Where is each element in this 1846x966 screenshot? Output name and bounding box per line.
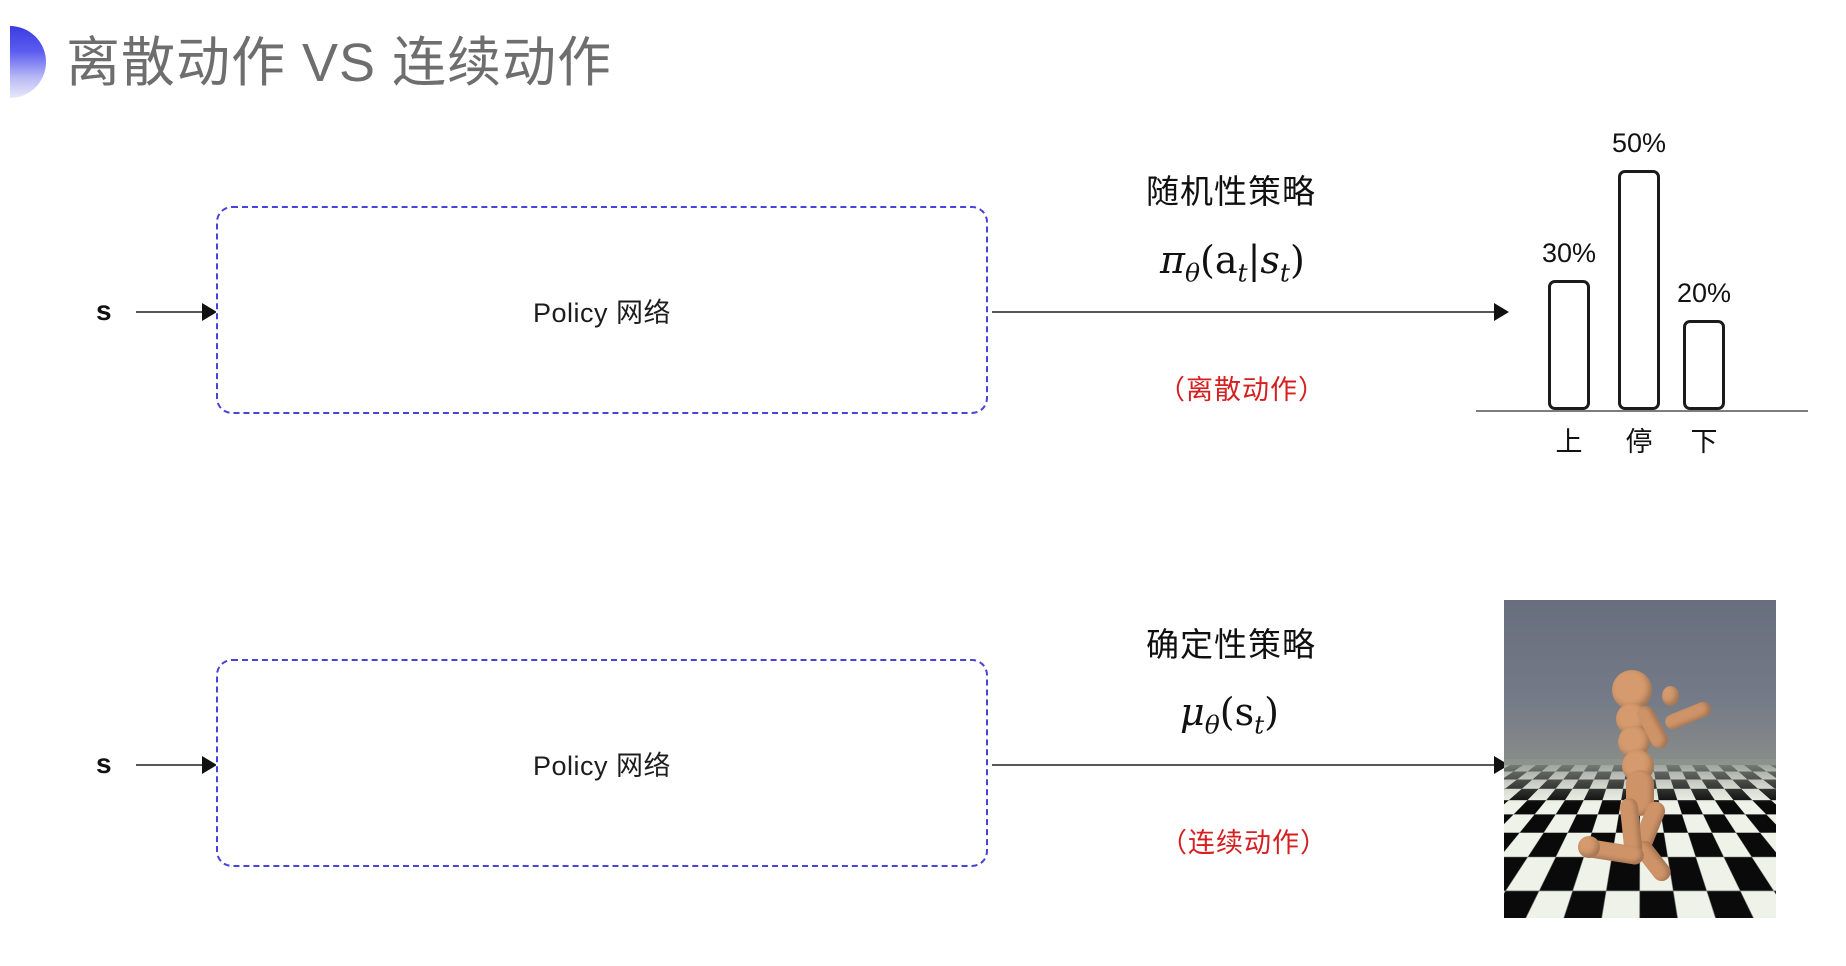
formula-body-open: (a bbox=[1200, 238, 1238, 282]
state-input-label-bottom: s bbox=[96, 748, 112, 779]
input-arrow-head-top bbox=[202, 303, 217, 321]
policy-network-box-top[interactable]: Policy 网络 bbox=[216, 206, 988, 414]
formula-subscript-t3: t bbox=[1254, 710, 1265, 740]
policy-network-label-top: Policy 网络 bbox=[532, 297, 672, 328]
formula-subscript-t2: t bbox=[1279, 258, 1290, 288]
continuous-action-note: （连续动作） bbox=[1160, 828, 1328, 858]
policy-network-label-bottom: Policy 网络 bbox=[532, 750, 672, 781]
formula-body-open-2: (s bbox=[1219, 690, 1255, 734]
stochastic-policy-heading: 随机性策略 bbox=[1146, 173, 1316, 210]
formula-symbol-pi: π bbox=[1160, 238, 1185, 282]
input-arrow-line-bottom bbox=[136, 764, 204, 766]
bar-value-label-2: 20% bbox=[1676, 278, 1732, 308]
input-arrow-head-bottom bbox=[202, 756, 217, 774]
formula-body-mid: |s bbox=[1247, 238, 1280, 282]
deterministic-policy-formula: μθ(st) bbox=[1180, 690, 1279, 740]
bar-category-label-2: 下 bbox=[1690, 427, 1718, 457]
page-title: 离散动作 VS 连续动作 bbox=[66, 33, 613, 93]
chart-baseline-axis bbox=[1476, 410, 1808, 412]
output-arrow-line-top bbox=[992, 311, 1497, 313]
discrete-action-bar-chart: 30% 50% 20% 上 停 下 bbox=[1468, 120, 1808, 460]
formula-body-close-2: ) bbox=[1264, 690, 1279, 734]
bar-category-0 bbox=[1548, 280, 1590, 410]
title-bullet-decoration bbox=[10, 26, 46, 98]
humanoid-simulation-image bbox=[1504, 600, 1776, 918]
discrete-action-note: （离散动作） bbox=[1158, 375, 1326, 405]
humanoid-knee bbox=[1578, 836, 1600, 858]
formula-subscript-theta: θ bbox=[1184, 258, 1201, 288]
deterministic-policy-heading: 确定性策略 bbox=[1146, 626, 1316, 663]
bar-value-label-0: 30% bbox=[1541, 238, 1597, 268]
output-arrow-line-bottom bbox=[992, 764, 1497, 766]
bar-category-2 bbox=[1683, 320, 1725, 410]
formula-subscript-t1: t bbox=[1237, 258, 1248, 288]
humanoid-hand bbox=[1662, 686, 1679, 706]
output-arrow-head-top bbox=[1494, 303, 1509, 321]
bar-category-1 bbox=[1618, 170, 1660, 410]
formula-body-close: ) bbox=[1289, 238, 1305, 282]
bar-category-label-0: 上 bbox=[1555, 427, 1583, 457]
bar-value-label-1: 50% bbox=[1611, 128, 1667, 158]
policy-network-box-bottom[interactable]: Policy 网络 bbox=[216, 659, 988, 867]
bar-category-label-1: 停 bbox=[1625, 427, 1653, 457]
formula-subscript-theta-2: θ bbox=[1204, 710, 1220, 740]
input-arrow-line-top bbox=[136, 311, 204, 313]
state-input-label-top: s bbox=[96, 295, 112, 326]
formula-symbol-mu: μ bbox=[1180, 690, 1205, 734]
stochastic-policy-formula: πθ(at|st) bbox=[1160, 238, 1305, 288]
